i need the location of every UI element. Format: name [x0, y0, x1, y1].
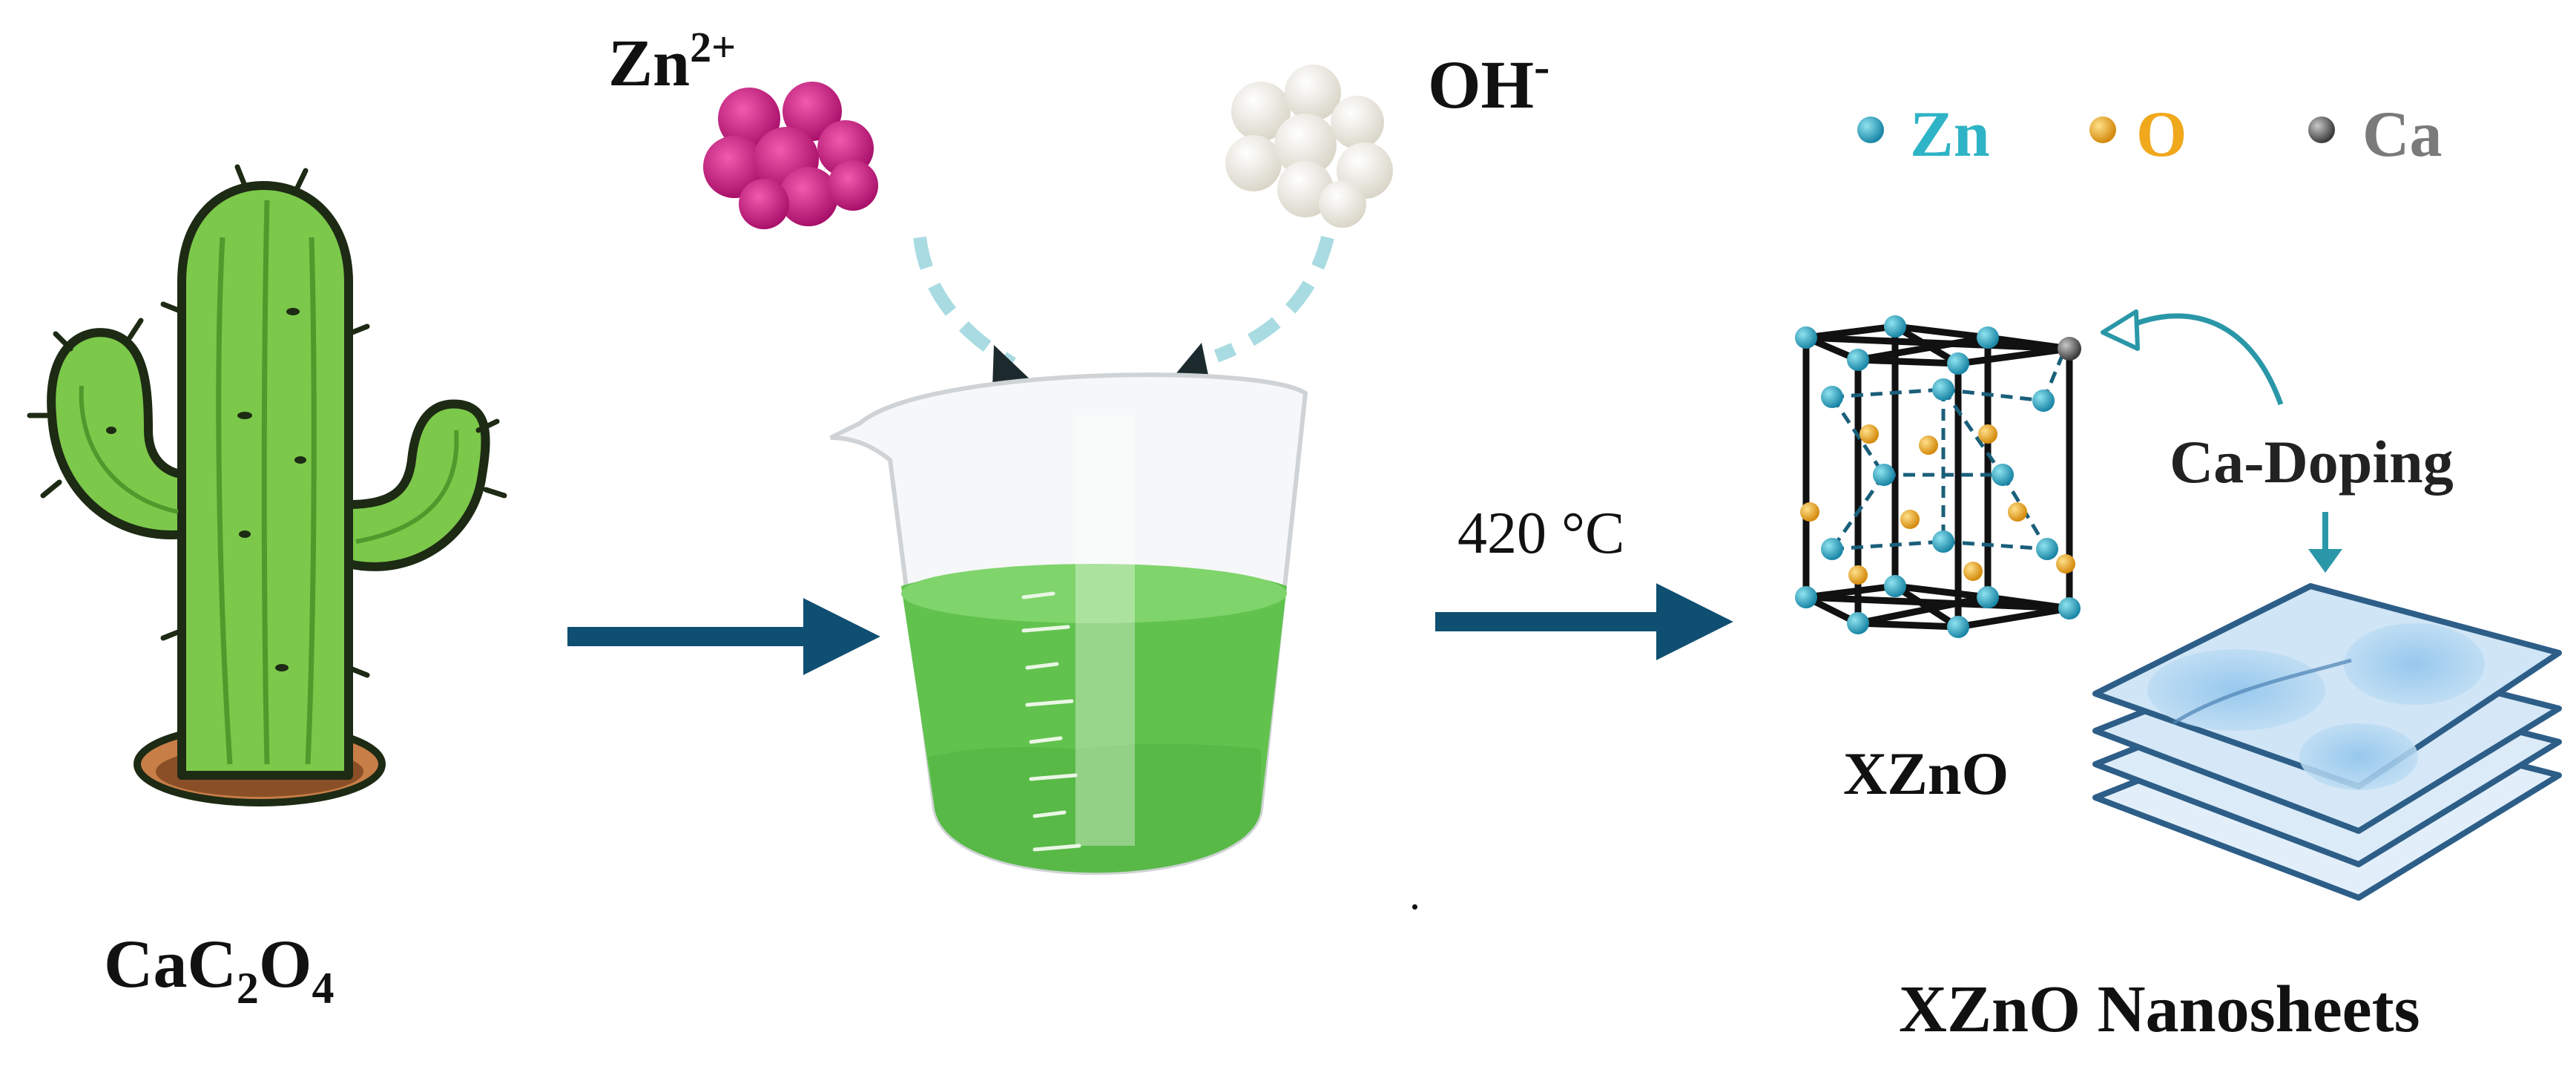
cactus-illustration: [27, 164, 507, 806]
zn-ion-label: Zn2+: [608, 23, 736, 100]
cactus-label: CaC2O4: [104, 926, 334, 1013]
oh-ion-cluster: [1225, 65, 1393, 228]
crystal-label: XZnO: [1843, 740, 2009, 807]
zno-crystal-lattice: [1795, 315, 2081, 638]
legend-label-o: O: [2136, 99, 2187, 171]
doping-arrowhead: [2101, 309, 2140, 351]
legend-label-ca: Ca: [2362, 99, 2442, 171]
legend-dot-zn: [1857, 116, 1884, 143]
doping-label: Ca-Doping: [2170, 428, 2454, 496]
doping-curved-arrow: [2127, 313, 2284, 406]
dot-mark: .: [1409, 870, 1420, 918]
legend-dot-o: [2089, 116, 2116, 143]
element-legend: Zn O Ca: [1857, 99, 2442, 171]
nanosheet-stack: [2092, 583, 2562, 901]
beaker: [829, 372, 1308, 875]
legend-label-zn: Zn: [1910, 99, 1990, 171]
ca-dopant-atom: [2058, 337, 2081, 361]
zn-ion-cluster: [703, 82, 878, 229]
nanosheets-label: XZnO Nanosheets: [1899, 973, 2420, 1046]
oh-dashed-arrow: [1213, 235, 1334, 363]
oh-ion-label: OH-: [1428, 40, 1549, 122]
temperature-label: 420 °C: [1457, 501, 1624, 566]
doping-down-arrowhead: [2308, 549, 2342, 573]
zn-dashed-arrow: [913, 236, 1016, 369]
zn-arrowhead: [992, 345, 1037, 387]
legend-dot-ca: [2308, 116, 2335, 143]
